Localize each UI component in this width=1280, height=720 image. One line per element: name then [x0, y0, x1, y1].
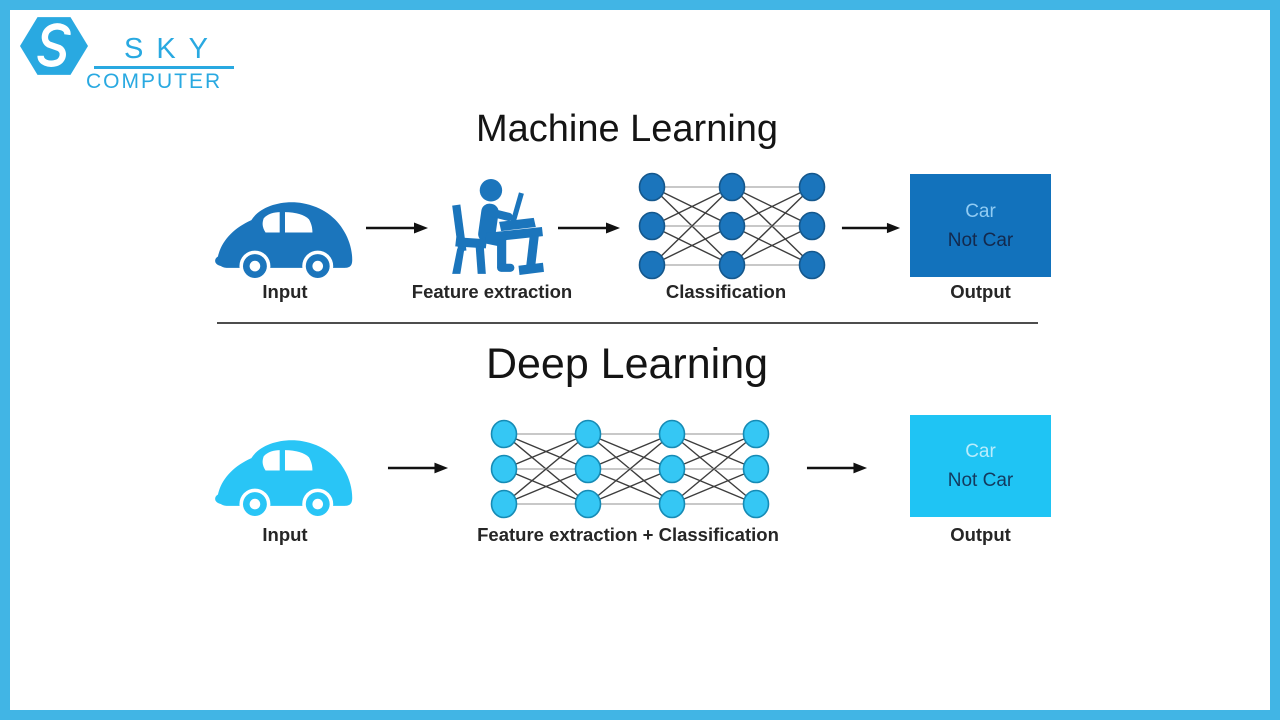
- ml-feature-extraction-label: Feature extraction: [411, 281, 573, 302]
- neural-network-icon-ml: [638, 172, 826, 280]
- ml-output-line-car: Car: [965, 200, 996, 222]
- dl-input-label: Input: [262, 524, 308, 545]
- arrow-right-icon: [841, 222, 901, 234]
- ml-output-box: Car Not Car: [910, 174, 1051, 277]
- ml-classification-label: Classification: [665, 281, 787, 302]
- arrow-right-icon: [806, 462, 868, 474]
- arrow-right-icon: [366, 222, 428, 234]
- arrow-right-icon: [387, 462, 449, 474]
- dl-output-line-car: Car: [965, 441, 996, 462]
- ml-input-label: Input: [262, 281, 308, 302]
- arrow-right-icon: [558, 222, 620, 234]
- sky-hexagon-icon: [20, 17, 88, 75]
- machine-learning-title: Machine Learning: [475, 108, 779, 150]
- ml-output-line-not-car: Not Car: [947, 229, 1014, 251]
- car-icon: [215, 440, 353, 520]
- logo-word-sky: SKY: [124, 33, 222, 65]
- dl-output-line-not-car: Not Car: [947, 470, 1014, 491]
- sky-computer-logo: SKY COMPUTER: [18, 12, 248, 93]
- ml-output-label: Output: [950, 281, 1011, 302]
- dl-output-box: Car Not Car: [910, 415, 1051, 517]
- deep-learning-title: Deep Learning: [485, 340, 769, 388]
- car-icon: [215, 202, 353, 282]
- dl-combined-label: Feature extraction + Classification: [477, 524, 779, 545]
- section-divider: [217, 322, 1038, 325]
- logo-word-computer: COMPUTER: [86, 70, 223, 93]
- dl-output-label: Output: [950, 524, 1011, 545]
- person-at-laptop-icon: [452, 179, 544, 275]
- logo-underline: [94, 66, 234, 69]
- neural-network-icon-dl: [490, 419, 770, 519]
